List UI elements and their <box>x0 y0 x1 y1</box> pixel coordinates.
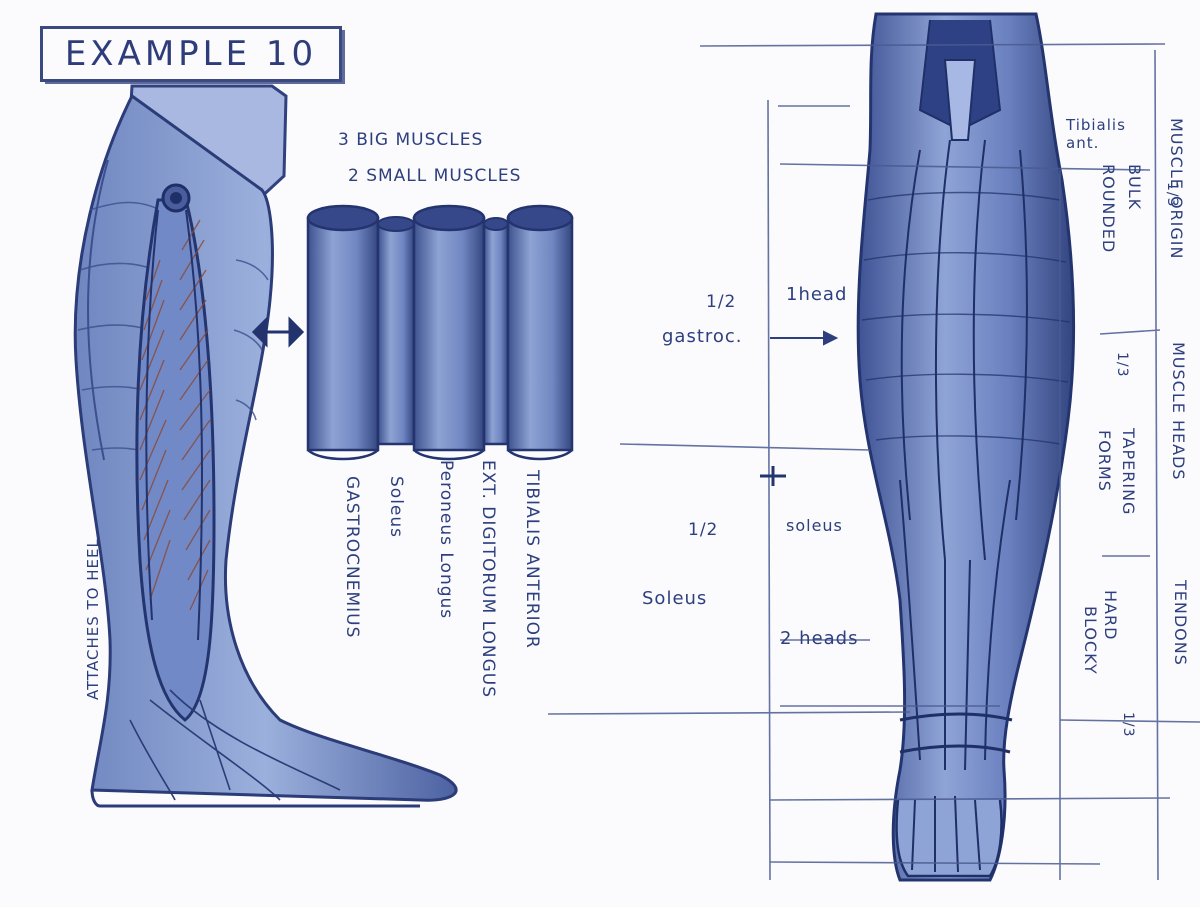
side-leg <box>75 86 456 806</box>
header-small-muscles: 2 SMALL MUSCLES <box>348 166 521 186</box>
label-third-origin: 1/3 <box>1164 182 1180 208</box>
label-ext-digitorum-longus: EXT. DIGITORUM LONGUS <box>478 460 498 698</box>
label-rounded: ROUNDED <box>1099 164 1118 253</box>
label-peroneus-longus: Peroneus Longus <box>436 460 456 619</box>
muscle-cylinders <box>308 206 572 459</box>
label-one-head: 1head <box>786 284 847 305</box>
label-muscle-heads: MUSCLE HEADS <box>1169 342 1188 481</box>
label-forms: FORMS <box>1095 430 1114 492</box>
label-tapering: TAPERING <box>1119 428 1138 515</box>
label-attaches-to-heel: ATTACHES TO HEEL <box>84 538 102 700</box>
double-arrow <box>254 320 302 344</box>
label-tendons: TENDONS <box>1171 580 1190 666</box>
label-half-gastroc: 1/2 <box>706 292 736 312</box>
label-two-heads: 2 heads <box>780 628 859 649</box>
gastroc-arrow <box>770 332 836 344</box>
label-gastrocnemius: GASTROCNEMIUS <box>342 476 362 638</box>
label-third-tendons: 1/3 <box>1120 712 1136 738</box>
label-hard: HARD <box>1101 590 1120 640</box>
label-gastroc: gastroc. <box>662 326 743 347</box>
back-leg <box>858 14 1074 880</box>
label-third-heads: 1/3 <box>1114 352 1130 378</box>
cross-mark <box>760 466 786 486</box>
label-blocky: BLOCKY <box>1081 606 1100 675</box>
label-bulk: BULK <box>1125 164 1144 210</box>
header-big-muscles: 3 BIG MUSCLES <box>338 130 483 150</box>
label-tibialis-anterior: TIBIALIS ANTERIOR <box>522 470 542 649</box>
label-soleus-small: soleus <box>786 516 843 535</box>
label-soleus: Soleus <box>386 476 406 538</box>
label-soleus: Soleus <box>642 588 707 609</box>
label-half-soleus: 1/2 <box>688 520 718 540</box>
label-tibialis-ant: Tibialis ant. <box>1066 116 1136 152</box>
